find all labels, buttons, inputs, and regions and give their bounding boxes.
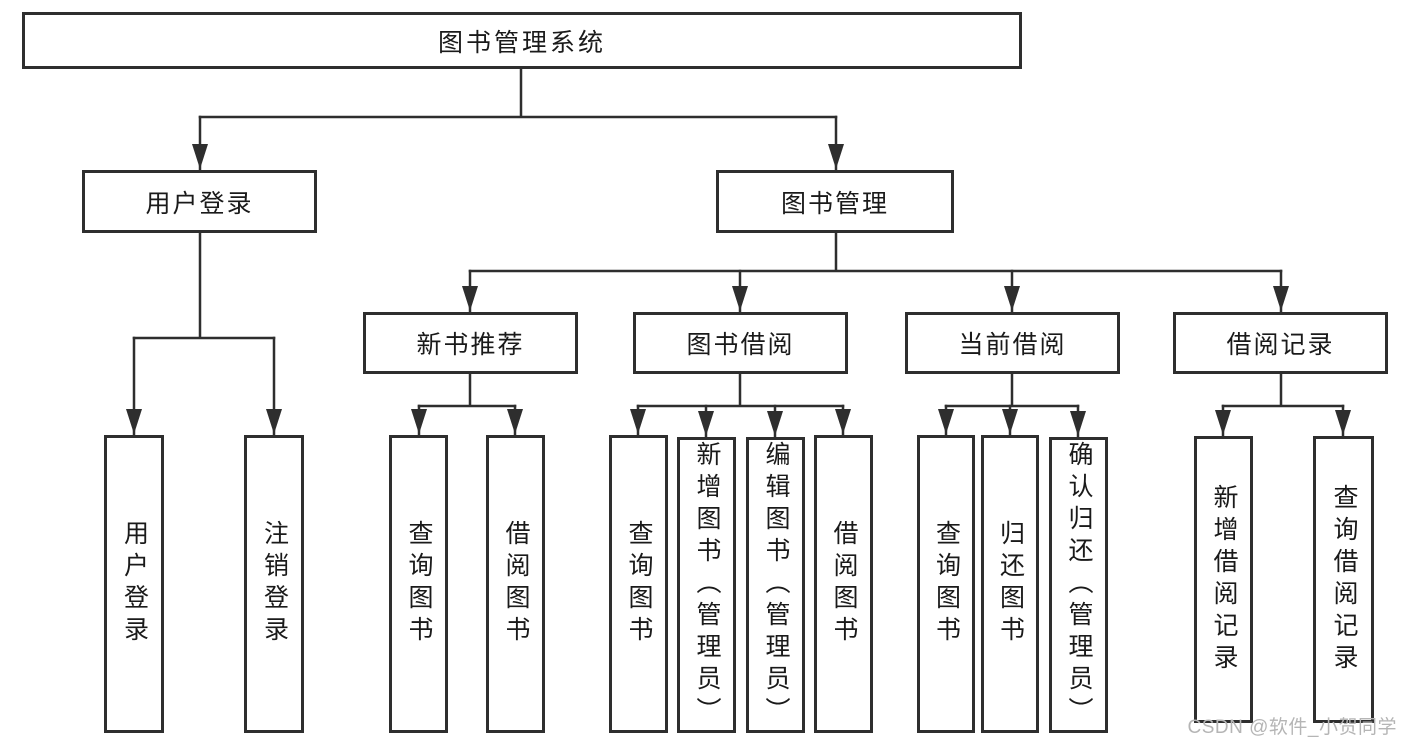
csdn-watermark: CSDN @软件_小贺同学 [1187, 717, 1397, 738]
node-library-system: 图书管理系统 [22, 12, 1022, 69]
leaf-query-books-current: 查询图书 [917, 435, 975, 733]
node-label: 编辑图书（管理员） [762, 441, 790, 729]
node-label: 图书管理 [780, 189, 889, 218]
leaf-logout: 注销登录 [244, 435, 304, 733]
leaf-add-book-admin: 新增图书（管理员） [677, 437, 736, 733]
leaf-query-books-recommend: 查询图书 [389, 435, 448, 733]
rail-borrow-records [1221, 372, 1345, 408]
node-label: 查询图书 [405, 520, 433, 648]
rail-user-login [132, 231, 276, 340]
node-label: 归还图书 [996, 520, 1025, 648]
node-label: 新增借阅记录 [1210, 483, 1238, 676]
node-label: 新增图书（管理员） [693, 441, 721, 729]
leaf-add-borrow-record: 新增借阅记录 [1194, 436, 1253, 723]
node-label: 确认归还（管理员） [1065, 441, 1093, 729]
node-current-borrowing: 当前借阅 [905, 312, 1120, 374]
node-label: 注销登录 [260, 520, 289, 648]
rail-root [198, 67, 838, 119]
node-book-borrowing: 图书借阅 [633, 312, 848, 374]
leaf-confirm-return-admin: 确认归还（管理员） [1049, 437, 1108, 733]
node-label: 查询借阅记录 [1330, 483, 1358, 676]
node-label: 新书推荐 [416, 331, 525, 359]
node-new-book-recommend: 新书推荐 [363, 312, 578, 374]
node-label: 借阅图书 [830, 520, 858, 648]
node-label: 当前借阅 [958, 331, 1067, 359]
leaf-user-login: 用户登录 [104, 435, 164, 733]
leaf-borrow-books-borrowing: 借阅图书 [814, 435, 873, 733]
leaf-query-books-borrowing: 查询图书 [609, 435, 668, 733]
node-borrow-records: 借阅记录 [1173, 312, 1388, 374]
node-label: 查询图书 [625, 520, 653, 648]
rail-book-mgmt [468, 231, 1283, 273]
node-user-login: 用户登录 [82, 170, 317, 233]
rail-new-book-rec [417, 372, 517, 408]
node-label: 图书借阅 [686, 331, 795, 359]
rail-book-borrow [636, 372, 845, 408]
node-book-management: 图书管理 [716, 170, 954, 233]
node-label: 用户登录 [145, 189, 254, 218]
leaf-query-borrow-record: 查询借阅记录 [1313, 436, 1374, 723]
node-label: 图书管理系统 [437, 28, 606, 57]
node-label: 用户登录 [120, 520, 149, 648]
node-label: 借阅记录 [1226, 331, 1335, 359]
node-label: 查询图书 [932, 520, 961, 648]
rail-current-borrow [944, 372, 1080, 408]
node-label: 借阅图书 [502, 520, 530, 648]
leaf-return-books: 归还图书 [981, 435, 1039, 733]
leaf-edit-book-admin: 编辑图书（管理员） [746, 437, 805, 733]
leaf-borrow-books-recommend: 借阅图书 [486, 435, 545, 733]
